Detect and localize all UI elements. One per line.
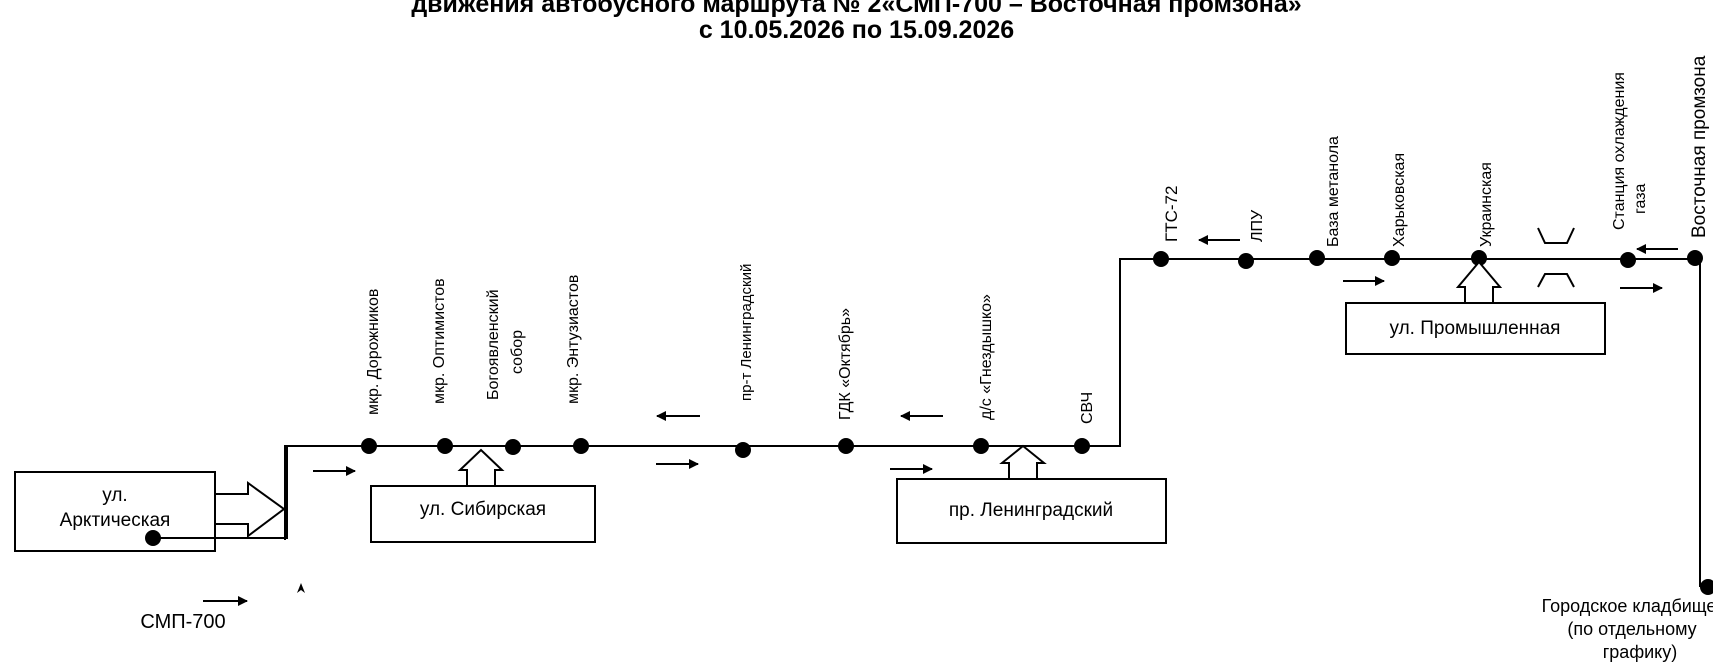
stop-dot-leningradsky [735, 442, 751, 458]
diagram-title-line1: движения автобусного маршрута № 2«СМП-70… [411, 0, 1302, 18]
stop-label-kharkovskaya: Харьковская [1391, 153, 1408, 247]
stop-dot-dorozhnikov [361, 438, 377, 454]
street-label-arkticheskaya-line2: Арктическая [60, 510, 171, 531]
stop-dot-smp700 [145, 530, 161, 546]
street-box-arkticheskaya: ул. Арктическая [14, 471, 286, 552]
stop-label-svch: СВЧ [1079, 392, 1096, 424]
stop-dot-ukrainskaya [1471, 250, 1487, 266]
station-bracket-marks [1537, 227, 1575, 288]
stop-dot-optimistov [437, 438, 453, 454]
street-label-leningradsky: пр. Ленинградский [949, 500, 1113, 521]
stop-dot-entuziastov [573, 438, 589, 454]
stop-label-bogoyavlensky-line1: Богоявленский [485, 289, 502, 400]
stop-label-entuziastov: мкр. Энтузиастов [565, 275, 582, 404]
route-line [155, 258, 1701, 587]
arrow-up-small [297, 583, 305, 593]
stop-dot-oktyabr [838, 438, 854, 454]
stops [145, 250, 1713, 595]
stop-dot-vostochnaya [1687, 250, 1703, 266]
stop-dot-stantsiya [1620, 252, 1636, 268]
direction-arrows [203, 235, 1678, 606]
stop-label-gts72: ГТС-72 [1162, 186, 1181, 242]
street-box-sibirskaya: ул. Сибирская [370, 448, 596, 543]
stop-label-kladbishche-line3: графику) [1603, 642, 1678, 662]
stop-dot-gnezdyshko [973, 438, 989, 454]
stop-label-baza-metanola: База метанола [1325, 136, 1342, 247]
stop-label-stantsiya-line1: Станция охлаждения [1611, 72, 1628, 230]
stop-label-lpu: ЛПУ [1249, 209, 1266, 242]
street-label-promyshlennaya: ул. Промышленная [1390, 318, 1561, 339]
street-box-promyshlennaya: ул. Промышленная [1345, 260, 1606, 355]
stop-label-kladbishche-line2: (по отдельному [1567, 619, 1696, 639]
street-label-sibirskaya: ул. Сибирская [420, 499, 546, 520]
stop-dot-kharkovskaya [1384, 250, 1400, 266]
diagram-title-line2: с 10.05.2026 по 15.09.2026 [698, 16, 1015, 44]
stop-dot-kladbishche [1700, 579, 1713, 595]
street-label-arkticheskaya-line1: ул. [102, 485, 127, 506]
stop-dot-gts72 [1153, 251, 1169, 267]
stop-label-stantsiya-line2: газа [1632, 183, 1649, 214]
stop-label-bogoyavlensky-line2: собор [509, 330, 526, 374]
stop-label-ukrainskaya: Украинская [1478, 162, 1495, 247]
street-box-leningradsky: пр. Ленинградский [896, 444, 1167, 544]
stop-label-optimistov: мкр. Оптимистов [431, 278, 448, 404]
stop-dot-baza-metanola [1309, 250, 1325, 266]
stop-label-vostochnaya: Восточная промзона [1689, 55, 1710, 238]
stop-label-dorozhnikov: мкр. Дорожников [365, 289, 382, 415]
stop-dot-svch [1074, 438, 1090, 454]
stop-label-gnezdyshko: д/с «Гнездышко» [978, 294, 995, 420]
stop-dot-bogoyavlensky [505, 439, 521, 455]
stop-label-leningradsky: пр-т Ленинградский [738, 264, 755, 401]
stop-dot-lpu [1238, 253, 1254, 269]
stop-label-smp700: СМП-700 [140, 611, 225, 633]
stop-label-oktyabr: ГДК «Октябрь» [837, 308, 854, 420]
stop-label-kladbishche-line1: Городское кладбище [1542, 596, 1713, 616]
